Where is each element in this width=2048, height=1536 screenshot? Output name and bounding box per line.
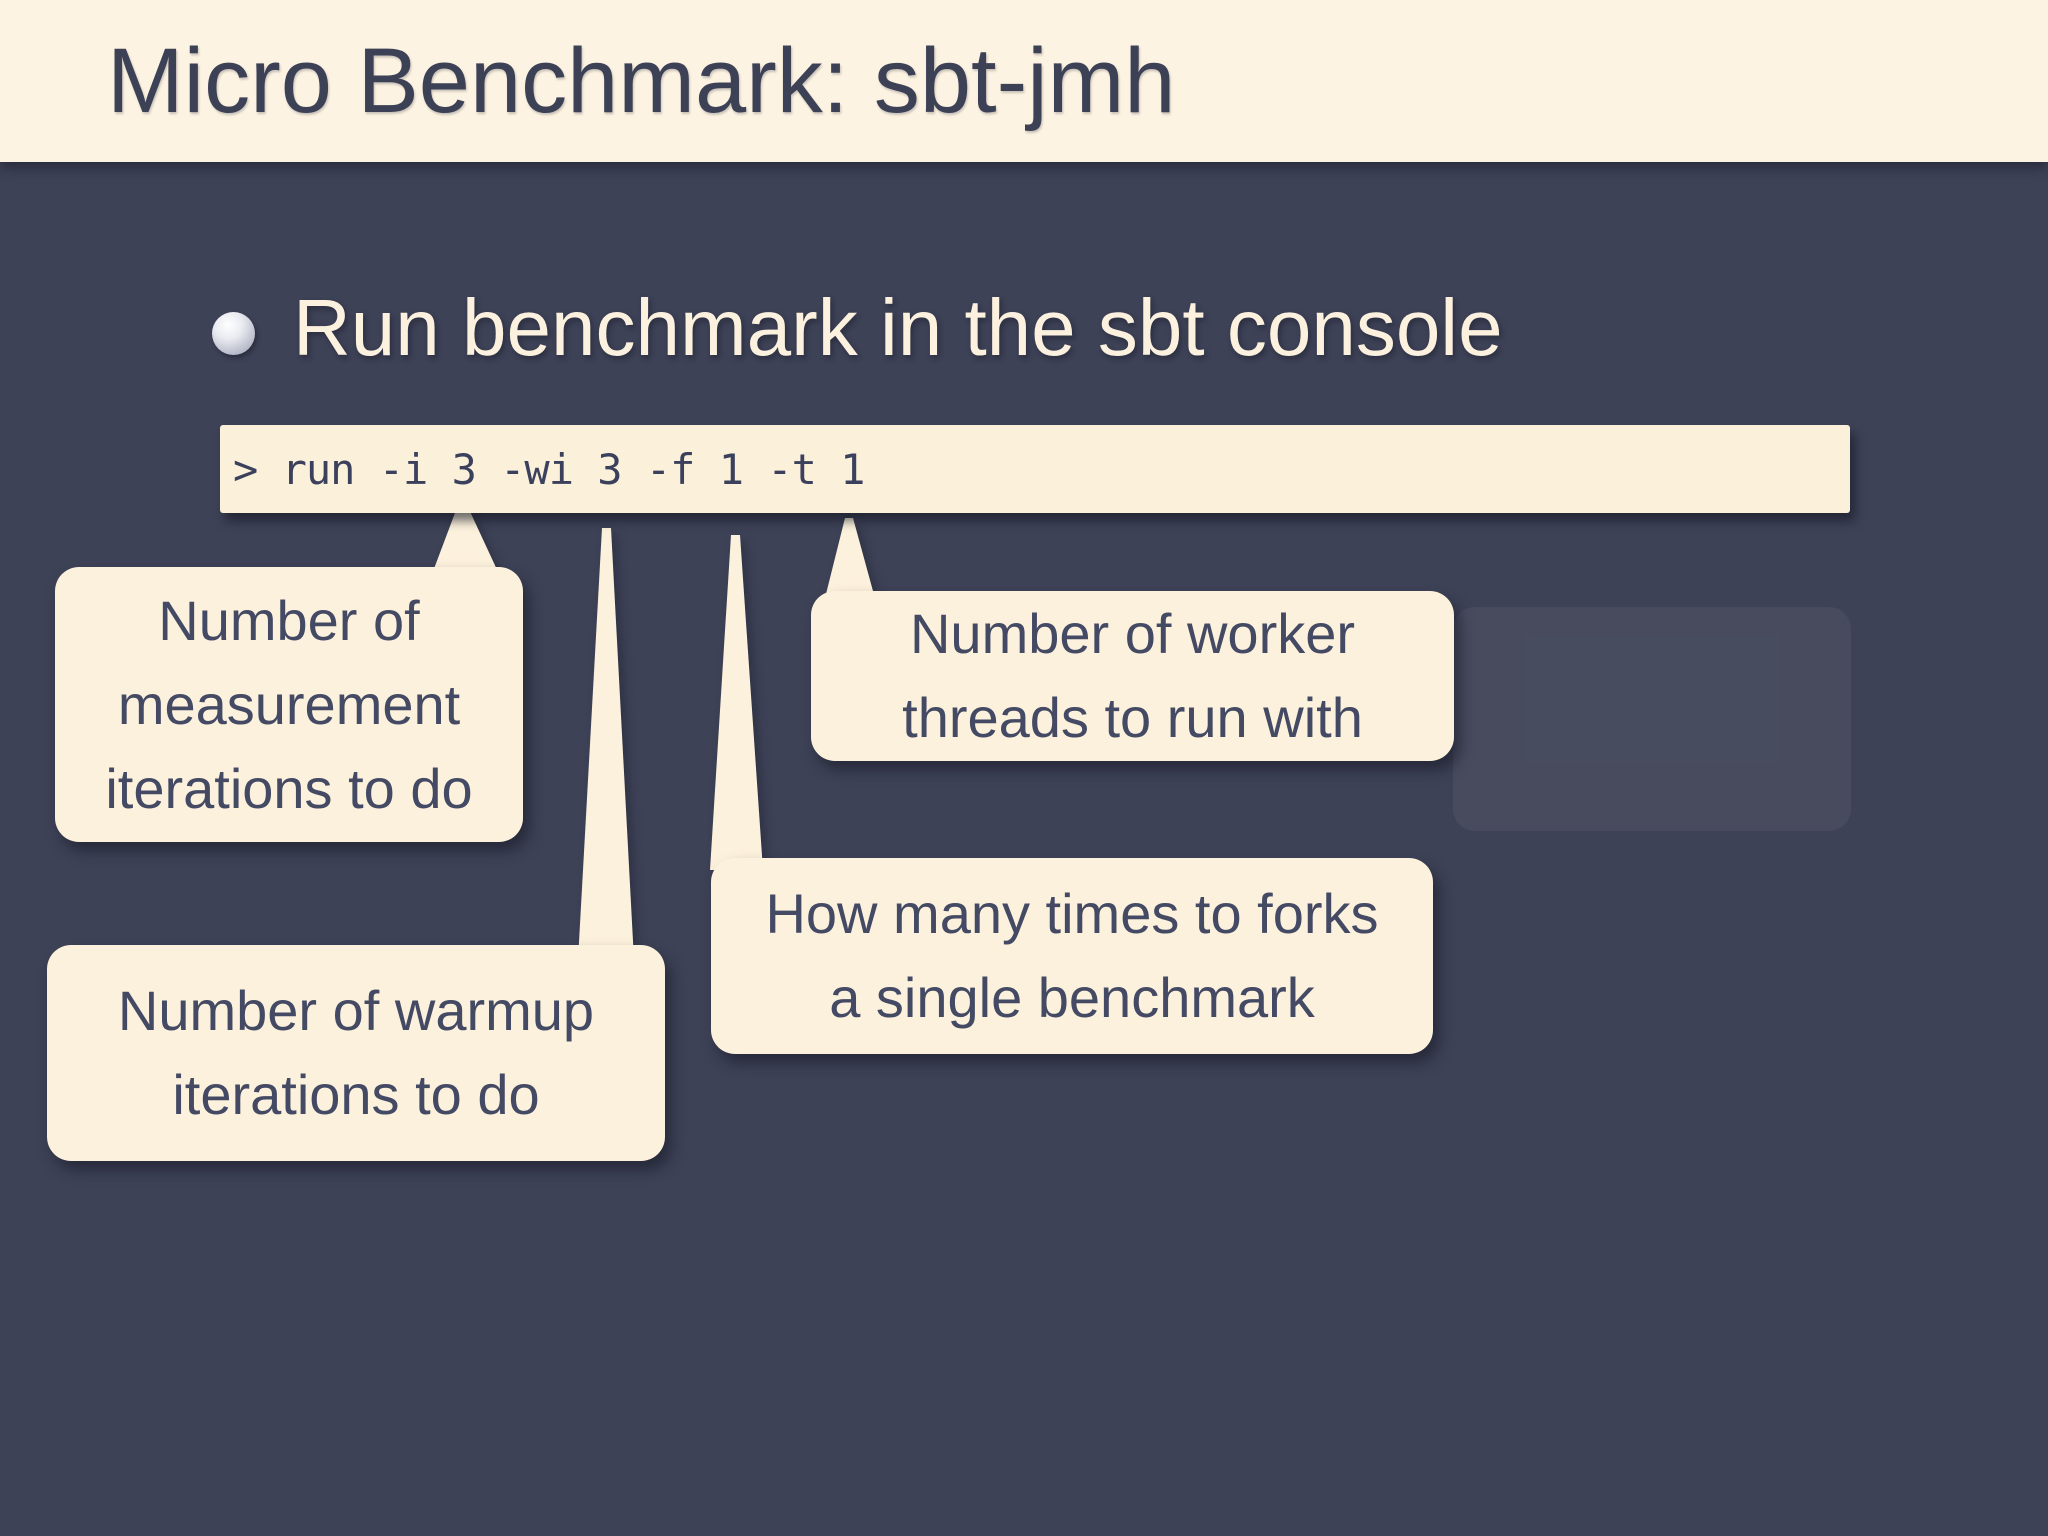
callout-line: iterations to do [105, 756, 473, 820]
callout-line: How many times to forks [765, 882, 1379, 945]
callout-tail-measurement-iterations [432, 505, 499, 574]
callout-line: iterations to do [172, 1063, 540, 1126]
callout-tail-warmup-iterations [578, 528, 634, 960]
callout-warmup-iterations: Number of warmup iterations to do [47, 945, 665, 1161]
ghost-panel [1453, 607, 1851, 831]
callout-line: threads to run with [902, 686, 1363, 749]
bullet-sphere-icon [212, 312, 255, 355]
callout-measurement-iterations: Number of measurement iterations to do [55, 567, 523, 842]
callout-tail-worker-threads [824, 518, 876, 602]
callout-line: measurement [117, 672, 461, 736]
callout-tail-forks [710, 535, 763, 870]
callout-forks: How many times to forks a single benchma… [711, 858, 1433, 1054]
callout-worker-threads: Number of worker threads to run with [811, 591, 1454, 761]
callout-line: a single benchmark [829, 966, 1315, 1029]
callout-line: Number of [158, 588, 420, 652]
code-box: > run -i 3 -wi 3 -f 1 -t 1 [220, 425, 1850, 513]
callout-line: Number of worker [909, 602, 1356, 665]
bullet-text: Run benchmark in the sbt console [293, 283, 1503, 372]
header-band: Micro Benchmark: sbt-jmh [0, 0, 2048, 162]
slide-title: Micro Benchmark: sbt-jmh [107, 29, 1176, 132]
callout-line: Number of warmup [117, 979, 595, 1042]
command-text: > run -i 3 -wi 3 -f 1 -t 1 [233, 444, 865, 494]
